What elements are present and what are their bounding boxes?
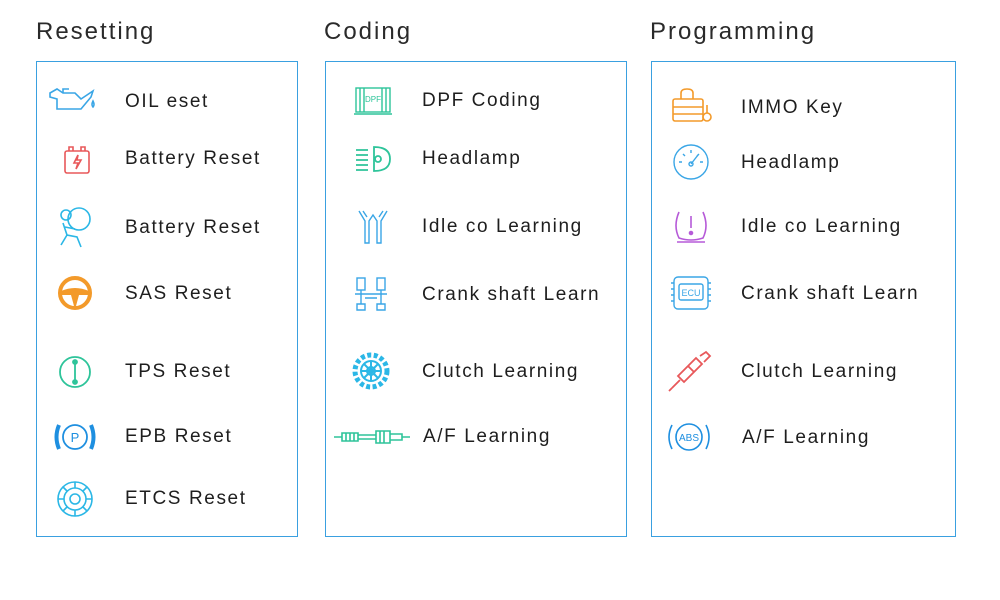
injector-red-icon <box>664 346 714 396</box>
menu-item-clutch-learning-programming[interactable]: Clutch Learning <box>652 346 955 396</box>
menu-item-dpf-coding[interactable]: DPF DPF Coding <box>326 76 626 126</box>
injector-icon <box>348 202 398 252</box>
panel-programming: IMMO Key Headlamp <box>651 61 956 537</box>
menu-item-label: IMMO Key <box>741 97 844 118</box>
menu-item-label: A/F Learning <box>742 427 870 448</box>
brake-disc-icon <box>50 474 100 524</box>
menu-item-tps-reset[interactable]: TPS Reset <box>37 347 297 397</box>
svg-text:ECU: ECU <box>681 288 700 298</box>
tire-pressure-icon <box>666 201 716 251</box>
panel-coding: DPF DPF Coding Headlamp <box>325 61 627 537</box>
menu-item-crank-shaft-programming[interactable]: ECU Crank shaft Learn <box>652 268 955 318</box>
gauge-icon <box>666 137 716 187</box>
menu-item-battery-reset[interactable]: Battery Reset <box>37 134 297 184</box>
menu-item-sas-reset[interactable]: SAS Reset <box>37 268 297 318</box>
battery-icon <box>52 134 102 184</box>
throttle-icon <box>50 347 100 397</box>
menu-item-headlamp[interactable]: Headlamp <box>326 134 626 184</box>
svg-text:ABS: ABS <box>679 433 699 444</box>
menu-item-label: SAS Reset <box>125 283 233 304</box>
menu-item-airbag-reset[interactable]: Battery Reset <box>37 202 297 252</box>
airbag-icon <box>50 202 100 252</box>
oil-can-icon <box>47 77 97 127</box>
menu-item-label: TPS Reset <box>125 361 232 382</box>
menu-item-label: ETCS Reset <box>125 488 247 509</box>
gear-icon <box>346 346 396 396</box>
menu-item-epb-reset[interactable]: P EPB Reset <box>37 412 297 462</box>
column-title-programming: Programming <box>650 18 817 45</box>
menu-item-idle-learning[interactable]: Idle co Learning <box>326 202 626 252</box>
menu-item-label: OIL eset <box>125 91 209 112</box>
panel-resetting: OIL eset Battery Reset Battery Reset <box>36 61 298 537</box>
parking-brake-icon: P <box>50 412 100 462</box>
menu-item-label: Idle co Learning <box>741 216 902 237</box>
menu-item-label: DPF Coding <box>422 90 542 111</box>
menu-item-idle-learning-programming[interactable]: Idle co Learning <box>652 201 955 251</box>
menu-item-crank-shaft-learn[interactable]: Crank shaft Learn <box>326 269 626 319</box>
menu-item-label: A/F Learning <box>423 426 551 447</box>
column-title-coding: Coding <box>324 18 413 45</box>
steering-wheel-icon <box>50 268 100 318</box>
crankshaft-icon <box>346 269 396 319</box>
menu-item-label: Clutch Learning <box>422 361 580 382</box>
immo-key-icon <box>666 82 716 132</box>
menu-item-label: Battery Reset <box>125 217 261 238</box>
menu-item-clutch-learning[interactable]: Clutch Learning <box>326 346 626 396</box>
svg-text:P: P <box>71 430 80 445</box>
column-title-resetting: Resetting <box>36 18 156 45</box>
menu-item-label: Crank shaft Learn <box>422 284 601 305</box>
headlamp-icon <box>348 134 398 184</box>
menu-item-label: Crank shaft Learn <box>741 283 920 304</box>
menu-item-label: Idle co Learning <box>422 216 583 237</box>
menu-item-etcs-reset[interactable]: ETCS Reset <box>37 474 297 524</box>
svg-text:DPF: DPF <box>365 95 381 104</box>
menu-item-label: Headlamp <box>741 152 841 173</box>
ecu-chip-icon: ECU <box>666 268 716 318</box>
menu-item-label: EPB Reset <box>125 426 233 447</box>
menu-item-af-learning-programming[interactable]: ABS A/F Learning <box>652 412 955 462</box>
dpf-filter-icon: DPF <box>348 76 398 126</box>
menu-item-label: Clutch Learning <box>741 361 899 382</box>
menu-item-headlamp-programming[interactable]: Headlamp <box>652 137 955 187</box>
menu-item-af-learning[interactable]: A/F Learning <box>326 412 626 462</box>
menu-item-label: Battery Reset <box>125 148 261 169</box>
abs-icon: ABS <box>664 412 714 462</box>
menu-item-label: Headlamp <box>422 148 522 169</box>
menu-item-oil-reset[interactable]: OIL eset <box>37 77 297 127</box>
menu-item-immo-key[interactable]: IMMO Key <box>652 82 955 132</box>
fuel-injector-icon <box>332 412 412 462</box>
